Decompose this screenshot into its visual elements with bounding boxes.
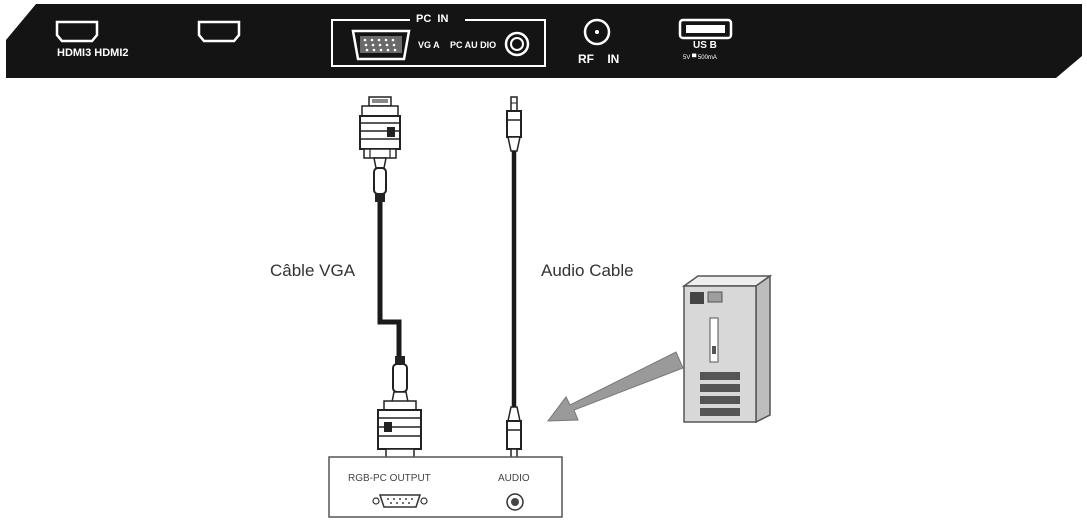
source-audio-jack-icon <box>506 493 524 511</box>
pc-audio-jack-icon <box>504 31 530 57</box>
source-output-panel <box>328 456 563 518</box>
audio-cable-label: Audio Cable <box>541 261 634 280</box>
hdmi-port-labels: HDMI3 HDMI2 <box>57 47 129 59</box>
pc-in-label: PC IN <box>416 13 449 25</box>
vga-port-label: VG A <box>418 40 440 50</box>
source-audio-label: AUDIO <box>498 473 530 484</box>
usb-port-icon <box>678 18 733 40</box>
desktop-pc-icon <box>681 274 773 424</box>
vga-port-icon <box>351 29 411 61</box>
rgb-pc-output-port-icon <box>372 494 428 508</box>
hdmi2-port-icon <box>197 20 241 43</box>
pc-audio-port-label: PC AU DIO <box>450 40 497 50</box>
rf-in-label: RF IN <box>578 52 620 66</box>
hdmi3-port-icon <box>55 20 99 43</box>
rgb-pc-output-label: RGB-PC OUTPUT <box>348 473 431 484</box>
vga-cable <box>359 96 422 459</box>
usb-label: US B <box>693 40 717 51</box>
vga-cable-label: Câble VGA <box>270 261 356 280</box>
audio-cable <box>506 96 522 459</box>
rf-in-jack-icon <box>583 18 611 46</box>
direction-arrow-icon <box>546 351 684 422</box>
usb-rating-label: 5V ▀ 500mA <box>683 55 717 61</box>
